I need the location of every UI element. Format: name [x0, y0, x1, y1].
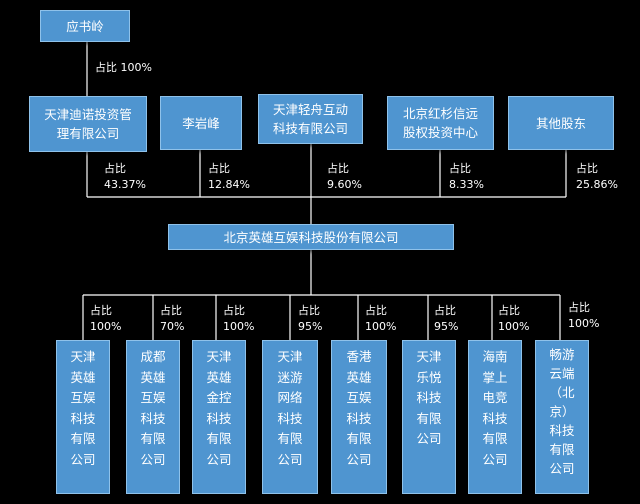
pct-sub-4: 占比 95%	[298, 304, 323, 333]
node-sub-4-label: 天津 迷游 网络 科技 有限 公司	[277, 349, 303, 467]
node-sub-8: 畅游 云端 （北 京） 科技 有限 公司	[535, 340, 589, 494]
node-sub-3: 天津 英雄 金控 科技 有限 公司	[192, 340, 246, 494]
node-sub-7: 海南 掌上 电竞 科技 有限 公司	[468, 340, 522, 494]
pct-sub-5: 占比 100%	[365, 304, 397, 333]
node-top-person-label: 应书岭	[66, 18, 104, 34]
node-sub-1-label: 天津 英雄 互娱 科技 有限 公司	[70, 349, 96, 467]
node-sub-2-label: 成都 英雄 互娱 科技 有限 公司	[140, 349, 166, 467]
node-sub-7-label: 海南 掌上 电竞 科技 有限 公司	[482, 349, 508, 467]
pct-holder-1: 占比 43.37%	[104, 162, 146, 191]
node-holder-4-label: 北京红杉信远 股权投资中心	[402, 106, 478, 140]
node-sub-6-label: 天津 乐悦 科技 有限 公司	[416, 349, 442, 447]
node-holder-4: 北京红杉信远 股权投资中心	[387, 96, 494, 150]
pct-sub-1: 占比 100%	[90, 304, 122, 333]
node-sub-8-label: 畅游 云端 （北 京） 科技 有限 公司	[549, 347, 575, 476]
node-holder-1-label: 天津迪诺投资管 理有限公司	[44, 107, 132, 141]
pct-top-person: 占比 100%	[95, 61, 152, 74]
pct-sub-8: 占比 100%	[568, 301, 600, 330]
node-sub-1: 天津 英雄 互娱 科技 有限 公司	[56, 340, 110, 494]
node-top-person: 应书岭	[40, 10, 130, 42]
node-holder-3: 天津轻舟互动 科技有限公司	[258, 94, 363, 144]
node-holder-1: 天津迪诺投资管 理有限公司	[29, 96, 147, 152]
node-holder-2-label: 李岩峰	[182, 115, 220, 131]
pct-sub-6: 占比 95%	[434, 304, 459, 333]
node-holder-5-label: 其他股东	[535, 115, 586, 131]
node-sub-5-label: 香港 英雄 互娱 科技 有限 公司	[346, 349, 372, 467]
node-sub-5: 香港 英雄 互娱 科技 有限 公司	[331, 340, 387, 494]
node-holder-3-label: 天津轻舟互动 科技有限公司	[272, 102, 348, 136]
pct-sub-7: 占比 100%	[498, 304, 530, 333]
node-holder-5: 其他股东	[508, 96, 614, 150]
node-holder-2: 李岩峰	[160, 96, 242, 150]
node-sub-4: 天津 迷游 网络 科技 有限 公司	[262, 340, 318, 494]
node-sub-2: 成都 英雄 互娱 科技 有限 公司	[126, 340, 180, 494]
node-company-label: 北京英雄互娱科技股份有限公司	[223, 229, 399, 245]
node-sub-6: 天津 乐悦 科技 有限 公司	[402, 340, 456, 494]
pct-holder-3: 占比 9.60%	[327, 162, 362, 191]
pct-holder-4: 占比 8.33%	[449, 162, 484, 191]
pct-holder-2: 占比 12.84%	[208, 162, 250, 191]
pct-holder-5: 占比 25.86%	[576, 162, 618, 191]
pct-sub-2: 占比 70%	[160, 304, 185, 333]
node-sub-3-label: 天津 英雄 金控 科技 有限 公司	[206, 349, 232, 467]
pct-sub-3: 占比 100%	[223, 304, 255, 333]
node-company: 北京英雄互娱科技股份有限公司	[168, 224, 454, 250]
